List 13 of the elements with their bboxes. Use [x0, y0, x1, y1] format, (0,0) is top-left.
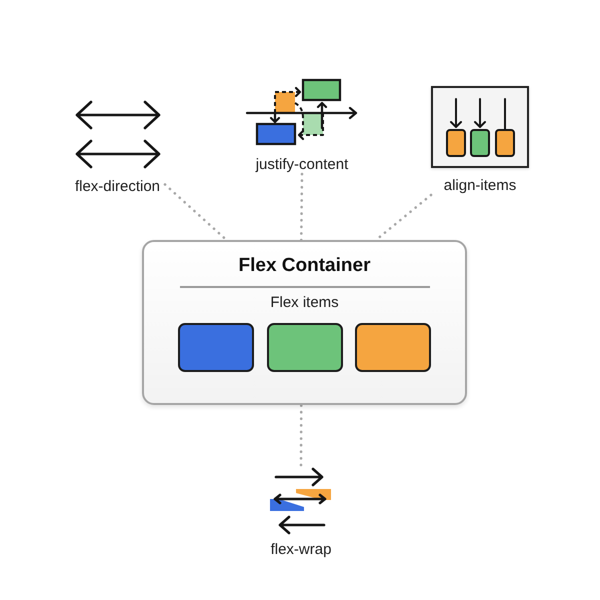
dotted-line: [164, 183, 228, 242]
dotted-line: [300, 172, 304, 242]
flex-item-block: [178, 323, 254, 372]
property-label: flex-direction: [74, 178, 160, 196]
flex-item-block: [267, 323, 343, 372]
section-label: Flex items: [270, 294, 339, 312]
property-label: flex-wrap: [270, 541, 332, 559]
container-title: Flex Container: [238, 254, 370, 278]
flex-item-block: [355, 323, 431, 372]
property-label: justify-content: [256, 156, 348, 174]
property-label: align-items: [444, 177, 516, 195]
dotted-line: [300, 404, 303, 466]
container-panel: [142, 240, 467, 405]
